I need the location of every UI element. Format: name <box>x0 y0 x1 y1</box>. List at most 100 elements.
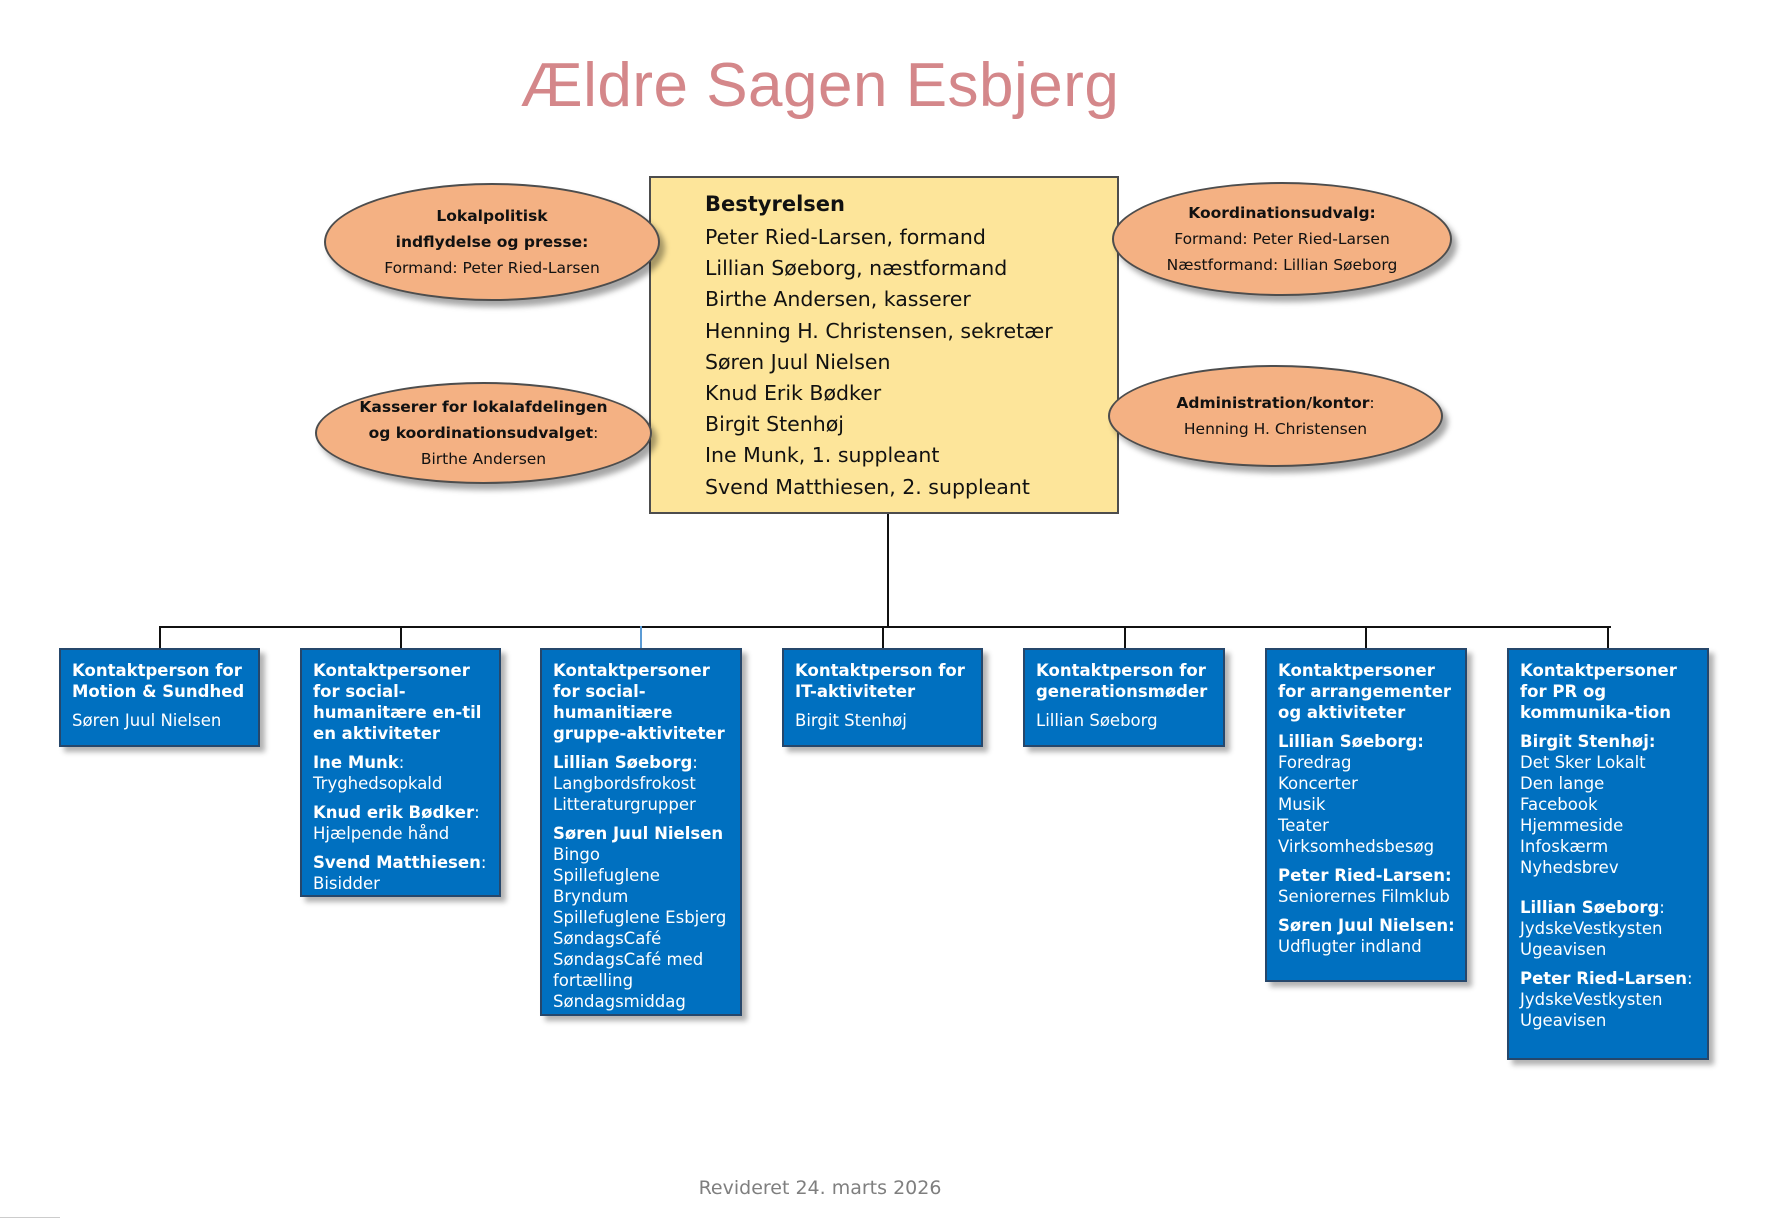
activity-item: Seniorernes Filmklub <box>1278 887 1450 906</box>
box-generation-person: Lillian Søeborg <box>1036 711 1158 730</box>
box-motion-sundhed: Kontaktperson for Motion & Sundhed Søren… <box>59 648 260 747</box>
contact-name: Lillian Søeborg <box>1520 898 1660 917</box>
board-title: Bestyrelsen <box>705 192 845 216</box>
oval-lokalpolitisk-line1: Lokalpolitisk <box>436 207 548 225</box>
oval-administration: Administration/kontor: Henning H. Christ… <box>1108 365 1443 467</box>
oval-kasserer-line2: og koordinationsudvalget <box>368 424 594 442</box>
activity-item: Tryghedsopkald <box>313 774 443 793</box>
activity-item: Bisidder <box>313 874 380 893</box>
oval-kasserer-line3: Birthe Andersen <box>420 450 547 468</box>
oval-kasserer-line2-suffix: : <box>593 424 599 442</box>
box-generation-title: Kontaktperson for generationsmøder <box>1036 661 1208 701</box>
connector-horizontal <box>159 626 1611 628</box>
oval-koordination-line1: Koordinationsudvalg: <box>1188 204 1376 222</box>
board-member: Ine Munk, 1. suppleant <box>705 443 940 468</box>
contact-name: Lillian Søeborg: <box>1278 732 1424 751</box>
oval-kasserer-line1: Kasserer for lokalafdelingen <box>359 398 608 416</box>
activity-item: Nyhedsbrev <box>1520 858 1619 877</box>
box-en-til-en-title: Kontaktpersoner for social-humanitære en… <box>313 661 482 743</box>
activity-item: Hjemmeside <box>1520 816 1624 835</box>
board-box: Bestyrelsen Peter Ried-Larsen, formand L… <box>649 176 1119 514</box>
contact-name-suffix: : <box>474 803 480 822</box>
activity-item: SøndagsCafé med fortælling <box>553 950 704 990</box>
activity-item: JydskeVestkysten <box>1520 990 1663 1009</box>
box-arrangementer-title: Kontaktpersoner for arrangementer og akt… <box>1278 661 1452 722</box>
box-generationsmoder: Kontaktperson for generationsmøder Lilli… <box>1023 648 1225 747</box>
board-member: Søren Juul Nielsen <box>705 349 891 374</box>
activity-item: Spillefuglene Esbjerg <box>553 908 727 927</box>
connector-drop-3 <box>640 626 642 648</box>
connector-drop-4 <box>882 626 884 648</box>
contact-group: Knud erik Bødker: Hjælpende hånd <box>313 802 491 844</box>
oval-administration-line1: Administration/kontor <box>1176 394 1370 412</box>
activity-item: Foredrag <box>1278 753 1352 772</box>
activity-item: SøndagsCafé <box>553 929 662 948</box>
activity-item: Det Sker Lokalt <box>1520 753 1646 772</box>
contact-group: Lillian Søeborg: Foredrag Koncerter Musi… <box>1278 731 1457 857</box>
page-corner-divider <box>0 1217 60 1218</box>
contact-name: Søren Juul Nielsen: <box>1278 916 1455 935</box>
box-gruppe-title: Kontaktpersoner for social-humanitiære g… <box>553 661 725 743</box>
activity-item: Bingo <box>553 845 600 864</box>
activity-item: Koncerter <box>1278 774 1358 793</box>
contact-group: Ine Munk: Tryghedsopkald <box>313 752 491 794</box>
oval-lokalpolitisk-line2: indflydelse og presse: <box>395 233 589 251</box>
oval-koordination-line2: Formand: Peter Ried-Larsen <box>1174 230 1390 248</box>
contact-group: Peter Ried-Larsen: Seniorernes Filmklub <box>1278 865 1457 907</box>
activity-item: Musik <box>1278 795 1326 814</box>
activity-item: Bryndum <box>553 887 629 906</box>
box-en-til-en: Kontaktpersoner for social-humanitære en… <box>300 648 501 897</box>
box-pr-title: Kontaktpersoner for PR og kommunika-tion <box>1520 661 1677 722</box>
contact-name: Knud erik Bødker <box>313 803 475 822</box>
connector-trunk <box>887 514 889 628</box>
activity-item: Litteraturgrupper <box>553 795 696 814</box>
activity-item: JydskeVestkysten <box>1520 919 1663 938</box>
connector-drop-1 <box>159 626 161 648</box>
box-it-person: Birgit Stenhøj <box>795 711 907 730</box>
activity-item: Virksomhedsbesøg <box>1278 837 1435 856</box>
contact-group: Lillian Søeborg: Langbordsfrokost Litter… <box>553 752 732 815</box>
activity-item: Den lange <box>1520 774 1605 793</box>
activity-item: Teater <box>1278 816 1329 835</box>
revision-date: Revideret 24. marts 2026 <box>698 1177 942 1199</box>
board-member: Birthe Andersen, kasserer <box>705 287 971 312</box>
contact-name-suffix: : <box>1687 969 1693 988</box>
box-gruppe-aktiviteter: Kontaktpersoner for social-humanitiære g… <box>540 648 742 1016</box>
connector-drop-6 <box>1365 626 1367 648</box>
activity-item: Facebook <box>1520 795 1598 814</box>
board-member: Knud Erik Bødker <box>705 381 882 406</box>
contact-name-suffix: : <box>480 853 487 872</box>
box-motion-person: Søren Juul Nielsen <box>72 711 222 730</box>
board-member: Peter Ried-Larsen, formand <box>705 225 986 249</box>
oval-koordination-line3: Næstformand: Lillian Søeborg <box>1166 256 1398 274</box>
activity-item: Langbordsfrokost <box>553 774 696 793</box>
board-member: Svend Matthiesen, 2. suppleant <box>705 474 1030 499</box>
contact-name: Søren Juul Nielsen <box>553 824 724 843</box>
contact-name-suffix: : <box>398 753 405 772</box>
activity-item: Udflugter indland <box>1278 937 1422 956</box>
page-title: Ældre Sagen Esbjerg <box>520 51 1120 120</box>
activity-item: Ugeavisen <box>1520 1011 1607 1030</box>
contact-name: Peter Ried-Larsen <box>1520 969 1687 988</box>
box-pr-kommunikation: Kontaktpersoner for PR og kommunika-tion… <box>1507 648 1709 1060</box>
oval-administration-line2: Henning H. Christensen <box>1183 420 1368 438</box>
oval-administration-line1-suffix: : <box>1369 394 1375 412</box>
board-member: Lillian Søeborg, næstformand <box>705 256 1008 281</box>
contact-name: Lillian Søeborg <box>553 753 693 772</box>
contact-name-suffix: : <box>692 753 698 772</box>
contact-group: Søren Juul Nielsen Bingo Spillefuglene B… <box>553 823 732 1012</box>
box-it-title: Kontaktperson for IT-aktiviteter <box>795 661 965 701</box>
box-motion-title: Kontaktperson for Motion & Sundhed <box>72 661 245 701</box>
oval-kasserer: Kasserer for lokalafdelingen og koordina… <box>315 382 652 484</box>
activity-item: Ugeavisen <box>1520 940 1607 959</box>
contact-name: Birgit Stenhøj: <box>1520 732 1656 751</box>
contact-name: Ine Munk <box>313 753 399 772</box>
oval-lokalpolitisk-line3: Formand: Peter Ried-Larsen <box>384 259 600 277</box>
activity-item: Hjælpende hånd <box>313 824 450 843</box>
contact-name: Peter Ried-Larsen: <box>1278 866 1452 885</box>
box-arrangementer: Kontaktpersoner for arrangementer og akt… <box>1265 648 1467 982</box>
contact-group: Birgit Stenhøj: Det Sker Lokalt Den lang… <box>1520 731 1699 878</box>
board-member: Henning H. Christensen, sekretær <box>705 318 1053 343</box>
oval-lokalpolitisk: Lokalpolitisk indflydelse og presse: For… <box>324 183 660 301</box>
connector-drop-2 <box>400 626 402 648</box>
